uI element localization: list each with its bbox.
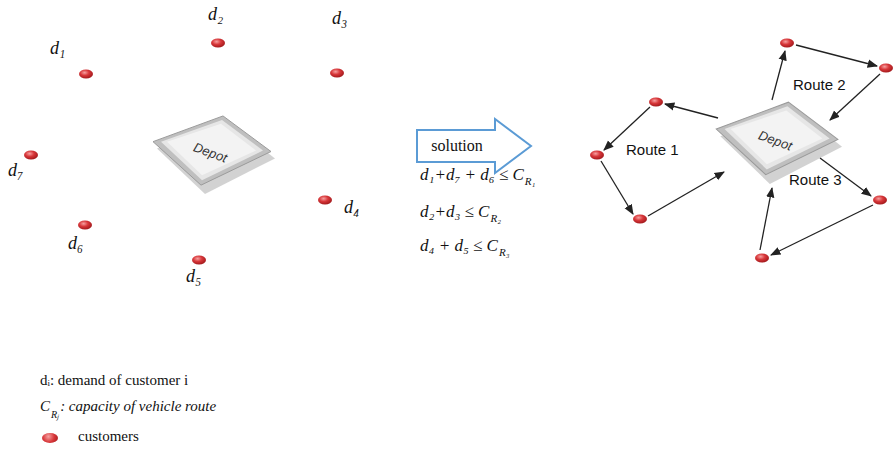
capacity-equation: d₂+d₃ ≤ C — [420, 202, 489, 222]
route-arrows — [601, 45, 880, 255]
customer-label: d₃ — [332, 8, 347, 29]
customer-label: d₆ — [68, 233, 83, 254]
legend-definition: C — [40, 398, 50, 415]
customer-label: d₁ — [50, 38, 65, 59]
legend-text: customers — [78, 428, 139, 445]
legend-definition: : capacity of vehicle route — [60, 398, 216, 415]
legend-definition: dᵢ: demand of customer i — [40, 372, 188, 389]
customer-label: d₄ — [344, 197, 359, 218]
customer-label: d₅ — [186, 266, 201, 287]
capacity-equation: d₁+d₇ + d₆ ≤ C — [420, 165, 524, 185]
route-label: Route 3 — [789, 171, 842, 188]
equation-subscript: R₁ — [525, 175, 536, 187]
legend-swatch — [42, 433, 58, 443]
customer-dots — [24, 39, 893, 265]
equation-subscript: R₂ — [490, 212, 501, 224]
definition-subscript: Rⱼ — [51, 407, 59, 421]
depot-box: Depot — [145, 112, 275, 196]
capacity-equation: d₄ + d₅ ≤ C — [420, 236, 498, 256]
customer-label: d₇ — [8, 160, 23, 181]
route-label: Route 1 — [626, 141, 679, 158]
arrow-label: solution — [431, 137, 483, 155]
customer-label: d₂ — [208, 4, 223, 25]
equation-subscript: R₃ — [499, 246, 510, 258]
route-label: Route 2 — [793, 76, 846, 93]
